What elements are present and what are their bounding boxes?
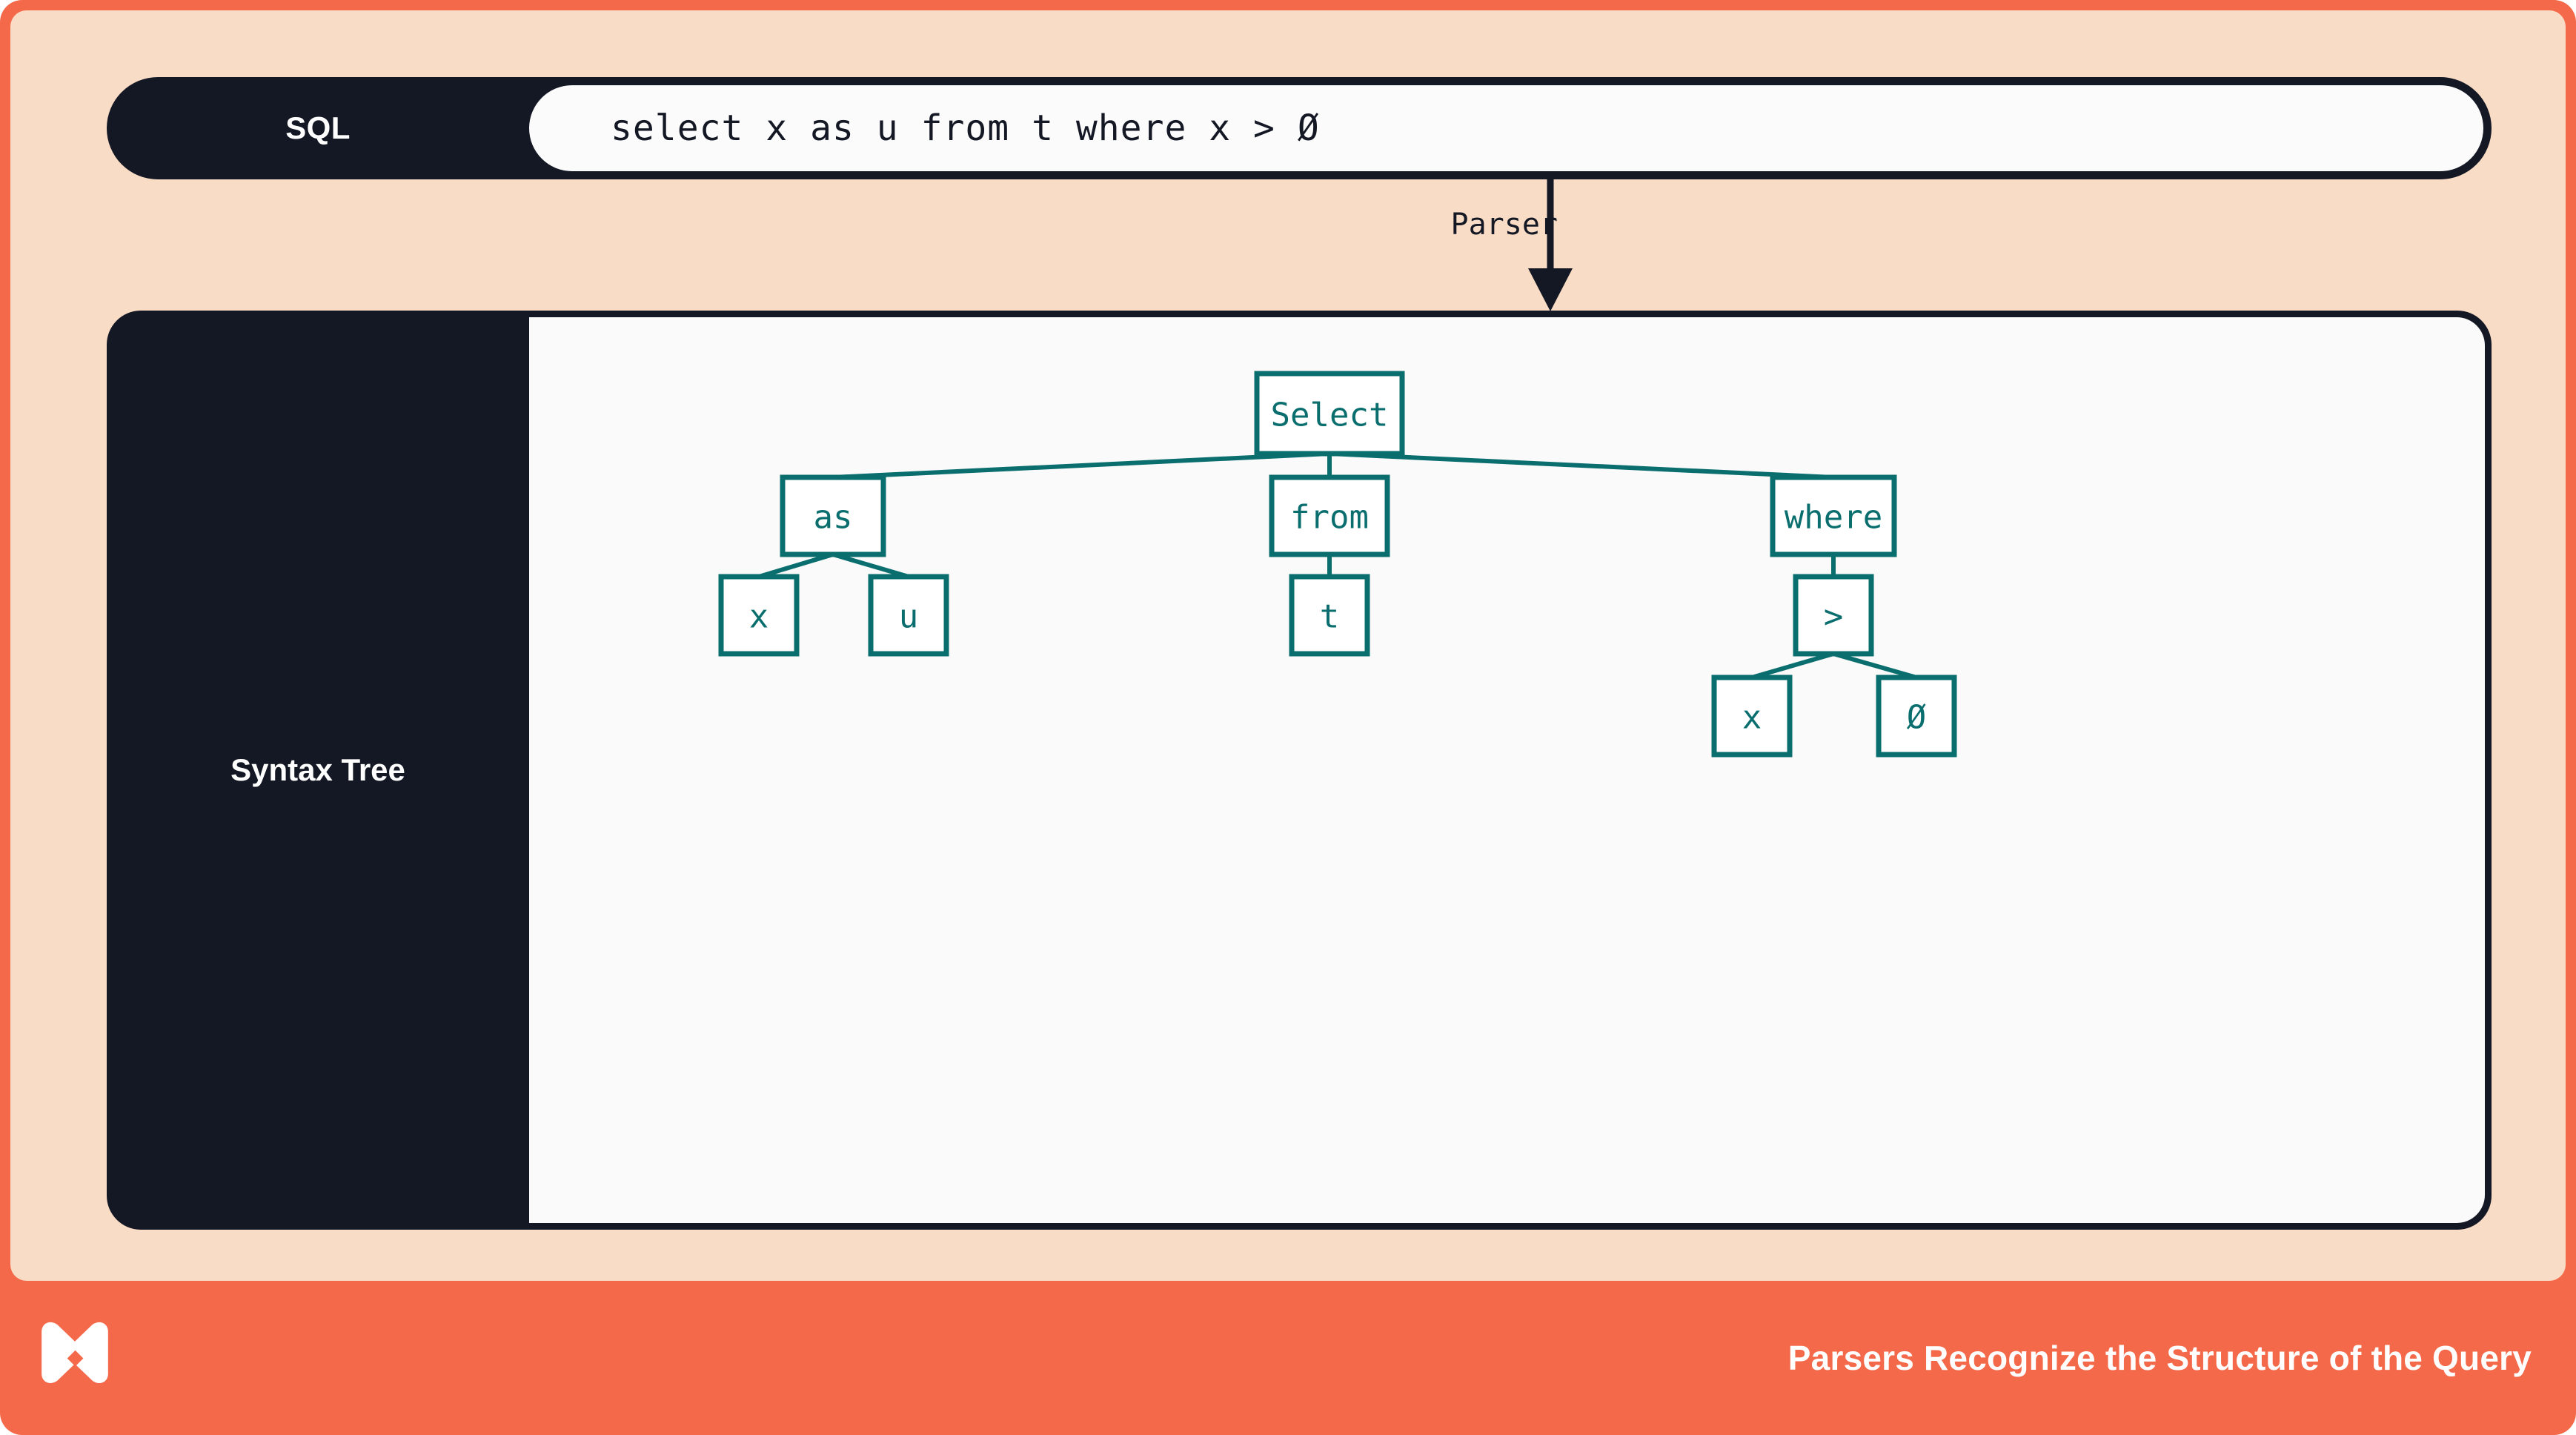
tree-node-box: [1289, 574, 1370, 657]
tree-node-label: x: [1742, 699, 1762, 737]
syntax-tree-row-label: Syntax Tree: [107, 311, 529, 1230]
sql-query-text: select x as u from t where x > Ø: [611, 107, 1320, 149]
tree-node-label: from: [1290, 499, 1369, 537]
tree-edge: [832, 552, 909, 579]
tree-edge: [832, 451, 1330, 480]
syntax-tree-label-text: Syntax Tree: [230, 752, 405, 787]
parser-transform: Parser: [1441, 179, 1604, 313]
tree-edge: [1329, 451, 1834, 480]
tree-node[interactable]: x: [718, 574, 800, 657]
tree-edge: [758, 552, 834, 579]
tree-node-box: [868, 574, 949, 657]
tree-node[interactable]: x: [1711, 675, 1793, 758]
parser-label: Parser: [1450, 208, 1558, 242]
tree-node-label: where: [1785, 499, 1882, 537]
sql-query-field[interactable]: select x as u from t where x > Ø: [529, 85, 2483, 171]
tree-node-box: [1269, 474, 1390, 557]
tree-node-label: as: [814, 499, 853, 537]
tree-node-label: x: [749, 598, 769, 636]
tree-node[interactable]: u: [868, 574, 949, 657]
tree-node-box: [1254, 371, 1405, 457]
sql-label-text: SQL: [285, 110, 351, 145]
tree-node-label: t: [1320, 598, 1340, 636]
sql-row: SQL select x as u from t where x > Ø: [107, 77, 2492, 179]
tree-node[interactable]: as: [780, 474, 886, 557]
tree-node-box: [718, 574, 800, 657]
footer-caption: Parsers Recognize the Structure of the Q…: [1787, 1339, 2532, 1377]
tree-node[interactable]: Ø: [1876, 675, 1957, 758]
star-x-logo-icon: [42, 1322, 108, 1384]
tree-node-label: Ø: [1907, 699, 1927, 737]
tree-node[interactable]: >: [1793, 574, 1874, 657]
content-panel: SQL select x as u from t where x > Ø Par…: [10, 10, 2566, 1281]
tree-node-label: Select: [1271, 397, 1389, 434]
tree-edge: [1833, 652, 1917, 680]
tree-node[interactable]: t: [1289, 574, 1370, 657]
tree-node[interactable]: Select: [1254, 371, 1405, 457]
tree-edge: [1751, 652, 1834, 680]
tree-node-label: >: [1824, 598, 1844, 636]
tree-node-box: [1876, 675, 1957, 758]
tree-node-box: [780, 474, 886, 557]
tree-node-box: [1711, 675, 1793, 758]
sql-row-label: SQL: [107, 77, 529, 179]
tree-node-box: [1770, 474, 1897, 557]
tree-node[interactable]: from: [1269, 474, 1390, 557]
down-arrow-icon: [1528, 179, 1573, 311]
tree-node-label: u: [899, 598, 919, 636]
tree-node-box: [1793, 574, 1874, 657]
tree-node[interactable]: where: [1770, 474, 1897, 557]
footer-bar: Parsers Recognize the Structure of the Q…: [0, 1281, 2576, 1435]
